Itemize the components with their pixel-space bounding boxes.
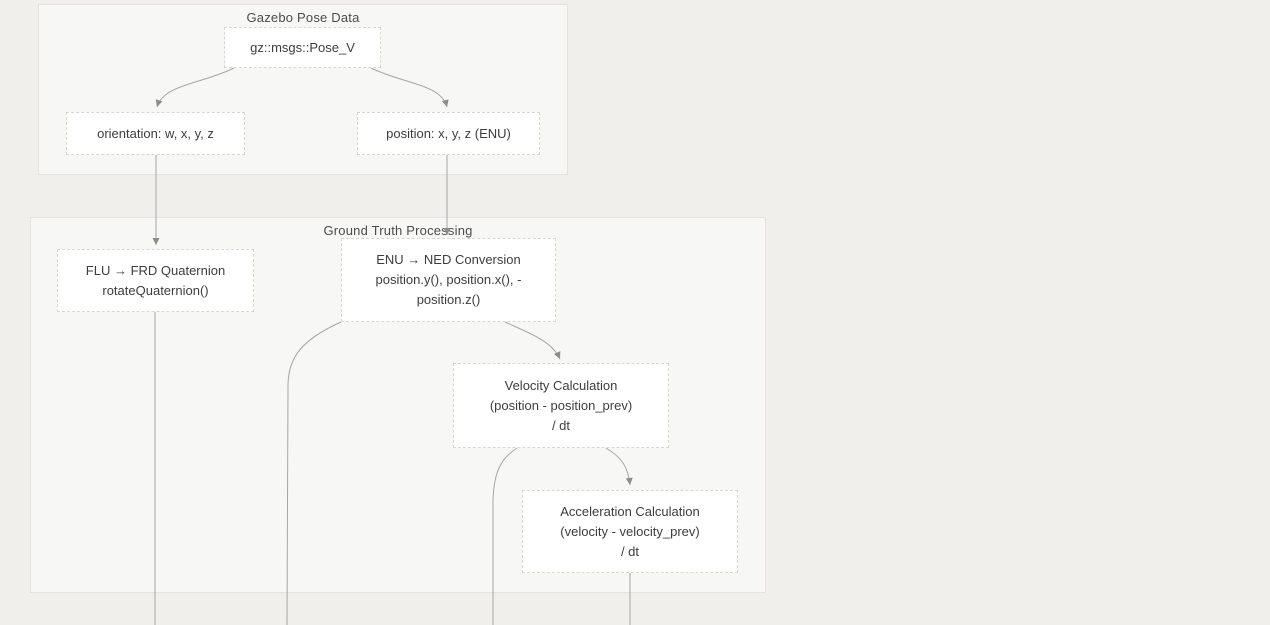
node-orientation: orientation: w, x, y, z <box>66 112 245 155</box>
node-position: position: x, y, z (ENU) <box>357 112 540 155</box>
node-flu-frd-quaternion: FLU → FRD Quaternion rotateQuaternion() <box>57 249 254 312</box>
cluster-gazebo-label: Gazebo Pose Data <box>246 10 360 25</box>
node-velocity-calculation: Velocity Calculation (position - positio… <box>453 363 669 448</box>
node-enu-ned-conversion: ENU → NED Conversion position.y(), posit… <box>341 238 556 322</box>
node-pose-v: gz::msgs::Pose_V <box>224 27 381 68</box>
node-acceleration-calculation: Acceleration Calculation (velocity - vel… <box>522 490 738 573</box>
cluster-ground-truth-label: Ground Truth Processing <box>323 223 473 238</box>
